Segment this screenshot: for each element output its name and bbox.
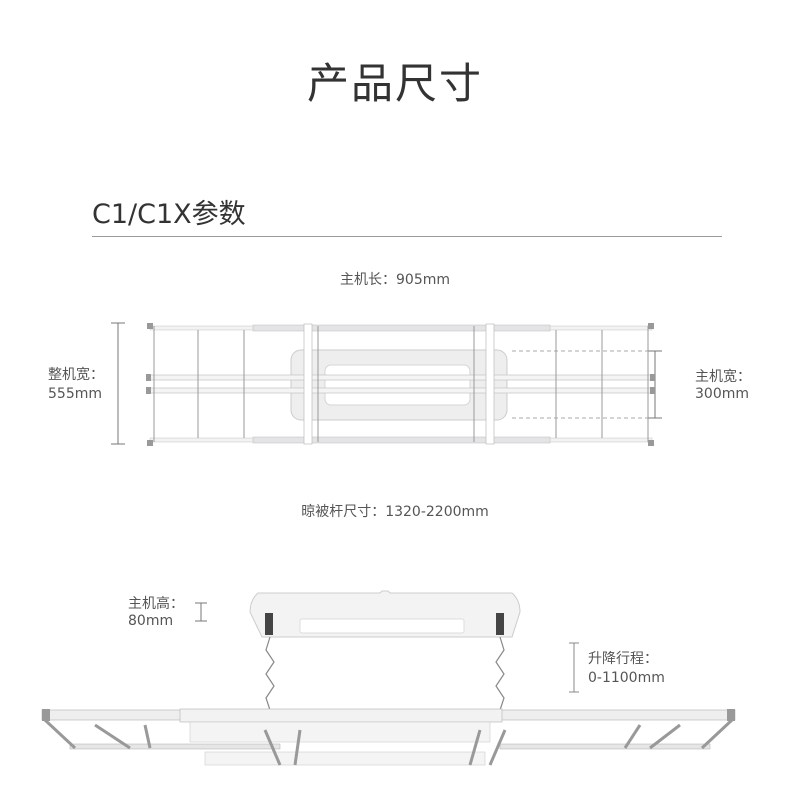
host-height-label: 主机高：: [128, 596, 184, 612]
page-title: 产品尺寸: [306, 59, 483, 108]
overall-width-label: 整机宽：: [48, 367, 104, 383]
overall-width-dimension: [111, 322, 125, 445]
lift-travel-value: 0-1100mm: [588, 670, 665, 686]
overall-width-value: 555mm: [48, 386, 102, 402]
host-height-value: 80mm: [128, 613, 174, 629]
lift-travel-dimension: [569, 642, 579, 693]
quilt-rod-size-label: 晾被杆尺寸：1320-2200mm: [301, 504, 489, 520]
section-title: C1/C1X参数: [92, 199, 246, 230]
host-width-label: 主机宽：: [695, 369, 751, 385]
drying-rack-top-view: [146, 323, 655, 446]
host-width-dimension: [512, 350, 662, 419]
host-width-value: 300mm: [695, 386, 749, 402]
section-divider: [92, 236, 722, 237]
drying-rack-side-view: [41, 590, 736, 766]
host-height-dimension: [195, 602, 207, 622]
lift-travel-label: 升降行程：: [588, 651, 658, 667]
host-length-label: 主机长：905mm: [340, 272, 450, 288]
